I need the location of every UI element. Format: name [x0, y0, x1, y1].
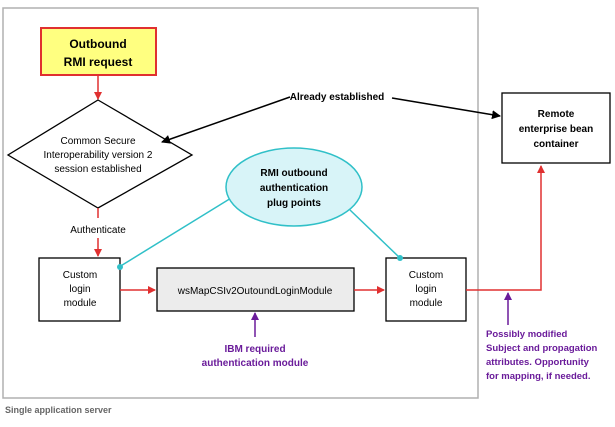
custom-login-right-line3: module	[410, 298, 443, 309]
remote-container-line1: Remote	[538, 109, 575, 120]
already-established-to-remote-arrow	[391, 97, 501, 120]
custom-login-left-line1: Custom	[63, 270, 97, 281]
plug-points-line1: RMI outbound	[260, 168, 327, 179]
custom-login-right-line1: Custom	[409, 270, 443, 281]
ibm-required-line2: authentication module	[202, 358, 309, 369]
application-server-container	[2, 7, 479, 399]
custom-login-module-right	[385, 257, 467, 322]
remote-container-line3: container	[533, 139, 578, 150]
already-established-label: Already established	[290, 92, 384, 103]
csiv2-session-line2: Interoperability version 2	[44, 150, 153, 161]
possibly-modified-line1: Possibly modified	[486, 329, 567, 340]
ibm-required-line1: IBM required	[224, 344, 285, 355]
ws-login-module-label: wsMapCSIv2OutoundLoginModule	[177, 286, 333, 297]
possibly-modified-line2: Subject and propagation	[486, 343, 598, 354]
custom-login-right-line2: login	[415, 284, 436, 295]
login-to-remote-arrow	[466, 165, 545, 291]
plug-points-line2: authentication	[260, 183, 328, 194]
outbound-request-line1: Outbound	[69, 37, 126, 51]
remote-container-box	[501, 92, 611, 164]
remote-container-line2: enterprise bean	[519, 124, 593, 135]
plug-points-line3: plug points	[267, 198, 321, 209]
plug-point-dot-right	[397, 255, 403, 261]
plug-point-connector-right	[349, 209, 401, 259]
plug-points-ellipse	[225, 147, 363, 227]
csiv2-session-line1: Common Secure	[60, 136, 135, 147]
possibly-modified-line4: for mapping, if needed.	[486, 371, 591, 382]
outbound-request-line2: RMI request	[64, 55, 133, 69]
possibly-modified-line3: attributes. Opportunity	[486, 357, 590, 368]
custom-login-left-line3: module	[64, 298, 97, 309]
plug-point-dot-left	[117, 264, 123, 270]
custom-login-left-line2: login	[69, 284, 90, 295]
already-established-to-session-arrow	[161, 96, 291, 144]
plug-point-connector-left	[118, 194, 237, 268]
container-label: Single application server	[5, 405, 112, 415]
csiv2-session-line3: session established	[54, 164, 141, 175]
authenticate-label: Authenticate	[70, 225, 126, 236]
ws-login-module-box	[156, 267, 355, 312]
